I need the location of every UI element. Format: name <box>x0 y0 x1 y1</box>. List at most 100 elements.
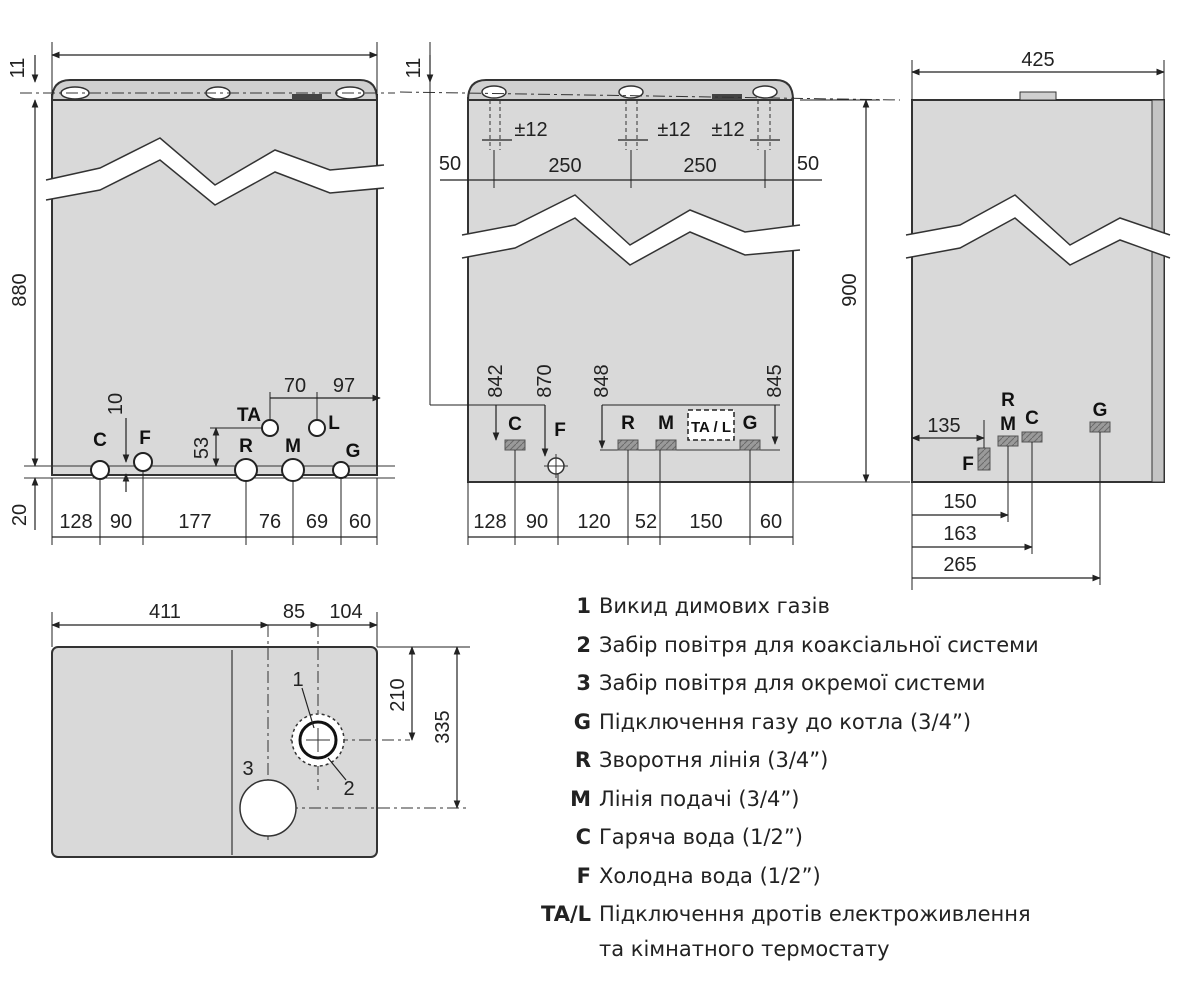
legend-key: M <box>570 786 591 811</box>
back-row-value: 60 <box>760 511 782 533</box>
side-label-g: G <box>1093 400 1108 421</box>
legend-key: R <box>574 748 591 772</box>
legend-text: Гаряча вода (1/2”) <box>599 825 803 849</box>
front-fitting-f <box>133 452 153 472</box>
front-row-value: 128 <box>59 511 92 533</box>
top-callout-3: 3 <box>242 758 253 780</box>
legend-item: F Холодна вода (1/2”) <box>505 864 1185 903</box>
top-d411-value: 411 <box>149 601 181 623</box>
back-row-value: 120 <box>577 511 610 533</box>
front-body <box>51 94 378 476</box>
legend: 1 Викид димових газів 2 Забір повітря дл… <box>505 594 1185 961</box>
front-fitting-ta <box>261 419 279 437</box>
side-label-f: F <box>962 454 974 475</box>
front-fitting-g <box>332 461 350 479</box>
legend-key: 3 <box>576 671 591 695</box>
side-d265-value: 265 <box>943 554 976 576</box>
legend-text: Лінія подачі (3/4”) <box>599 786 800 811</box>
side-break-line <box>905 194 1171 246</box>
back-label-f: F <box>554 420 566 441</box>
back-row-value: 128 <box>473 511 506 533</box>
back-top-row-value: 50 <box>797 153 819 175</box>
top-callout-2: 2 <box>343 778 354 800</box>
back-break-line <box>461 194 801 246</box>
side-label-m: M <box>1000 414 1016 435</box>
side-back-strip <box>1151 99 1165 483</box>
back-fitting-g <box>739 439 761 451</box>
legend-key: C <box>575 825 591 849</box>
front-label-g: G <box>346 441 361 462</box>
front-break-line <box>45 159 385 206</box>
front-bottom-offset-value: 20 <box>9 504 31 526</box>
front-label-c: C <box>93 430 107 451</box>
legend-continuation: та кімнатного термостату <box>599 936 890 961</box>
legend-text: Забір повітря для коаксіальної системи <box>599 632 1039 657</box>
front-view: 11 880 20 128 90 177 76 69 60 70 97 10 5… <box>7 42 395 545</box>
legend-text: Зворотня лінія (3/4”) <box>599 748 829 772</box>
top-leader-2 <box>327 757 347 781</box>
front-fitting-m <box>281 458 305 482</box>
back-row-value: 150 <box>689 511 722 533</box>
legend-text: Забір повітря для окремої системи <box>599 671 986 695</box>
back-fitting-tal-box <box>687 409 735 441</box>
front-ta-gap-value: 70 <box>284 375 306 397</box>
side-fitting-m <box>997 435 1019 447</box>
front-label-f: F <box>139 428 151 449</box>
side-fitting-f <box>977 447 991 471</box>
front-label-l: L <box>328 413 340 434</box>
front-fitting-l <box>308 419 326 437</box>
back-v842-value: 842 <box>485 364 507 397</box>
front-c-offset-value: 10 <box>105 393 127 415</box>
legend-key: TA/L <box>541 902 591 926</box>
legend-item: 2 Забір повітря для коаксіальної системи <box>505 633 1185 672</box>
back-tol-value: ±12 <box>514 119 547 141</box>
side-break-line <box>905 217 1171 266</box>
legend-item: C Гаряча вода (1/2”) <box>505 825 1185 864</box>
side-top-vent <box>1019 91 1057 101</box>
back-label-tal: TA / L <box>691 419 731 436</box>
front-row-value: 60 <box>349 511 371 533</box>
front-height-value: 880 <box>9 273 31 306</box>
back-top-row-value: 50 <box>439 153 461 175</box>
legend-key: F <box>576 863 591 888</box>
back-fitting-m <box>655 439 677 451</box>
back-fitting-r <box>617 439 639 451</box>
side-d150-value: 150 <box>943 491 976 513</box>
back-row-value: 52 <box>635 511 657 533</box>
top-d85-value: 85 <box>283 601 305 623</box>
back-top-row-value: 250 <box>548 155 581 177</box>
front-r-offset-value: 53 <box>191 437 213 459</box>
back-label-m: M <box>658 413 674 434</box>
side-label-c: C <box>1025 408 1039 429</box>
back-fitting-c <box>504 439 526 451</box>
back-cap-port <box>752 85 778 99</box>
front-label-r: R <box>239 436 253 457</box>
back-cap-port <box>618 85 644 99</box>
back-tol-value: ±12 <box>711 119 744 141</box>
back-v845-value: 845 <box>764 364 786 397</box>
top-air-inlet <box>239 779 297 837</box>
front-row-value: 69 <box>306 511 328 533</box>
back-cap-port <box>481 85 507 99</box>
legend-item: 1 Викид димових газів <box>505 594 1185 633</box>
top-d104-value: 104 <box>329 601 362 623</box>
legend-item: G Підключення газу до котла (3/4”) <box>505 710 1185 749</box>
back-centerline <box>399 91 901 101</box>
back-height-value: 900 <box>839 273 861 306</box>
front-cap-vent <box>292 94 322 100</box>
legend-key: G <box>573 709 591 734</box>
side-d163-value: 163 <box>943 523 976 545</box>
back-tol-value: ±12 <box>657 119 690 141</box>
back-break-mark <box>462 195 800 265</box>
legend-item: R Зворотня лінія (3/4”) <box>505 748 1185 787</box>
back-label-c: C <box>508 414 522 435</box>
back-label-g: G <box>743 413 758 434</box>
legend-item: M Лінія подачі (3/4”) <box>505 787 1185 826</box>
side-d135-value: 135 <box>927 415 960 437</box>
legend-text: Підключення газу до котла (3/4”) <box>599 709 972 734</box>
legend-key: 1 <box>576 594 591 618</box>
legend-text: Викид димових газів <box>599 594 830 618</box>
legend-item: 3 Забір повітря для окремої системи <box>505 671 1185 710</box>
side-view: 425 135 150 163 265 R M C F G <box>905 49 1171 590</box>
